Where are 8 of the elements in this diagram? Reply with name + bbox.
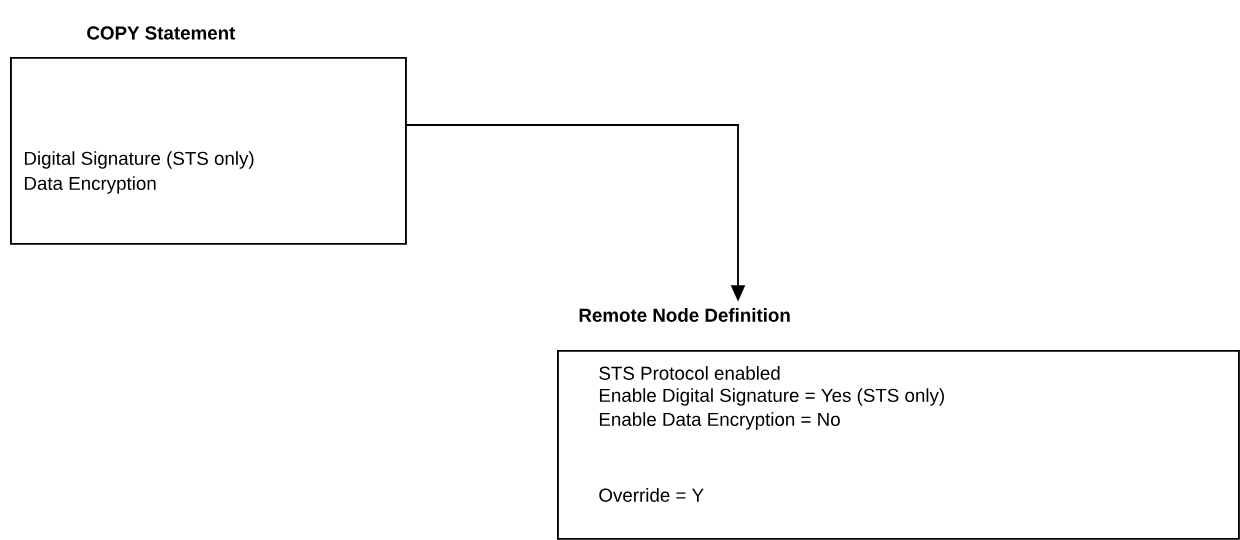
box-text: Enable Data Encryption = No xyxy=(599,412,840,430)
box-heading: Remote Node Definition xyxy=(579,308,790,322)
box-text: Data Encryption xyxy=(24,176,156,194)
box-text: Enable Digital Signature = Yes (STS only) xyxy=(599,388,944,406)
box-text: Digital Signature (STS only) xyxy=(24,151,254,169)
box-text: Override = Y xyxy=(599,488,704,502)
box-text: STS Protocol enabled xyxy=(599,366,780,380)
box-heading: COPY Statement xyxy=(87,26,236,40)
